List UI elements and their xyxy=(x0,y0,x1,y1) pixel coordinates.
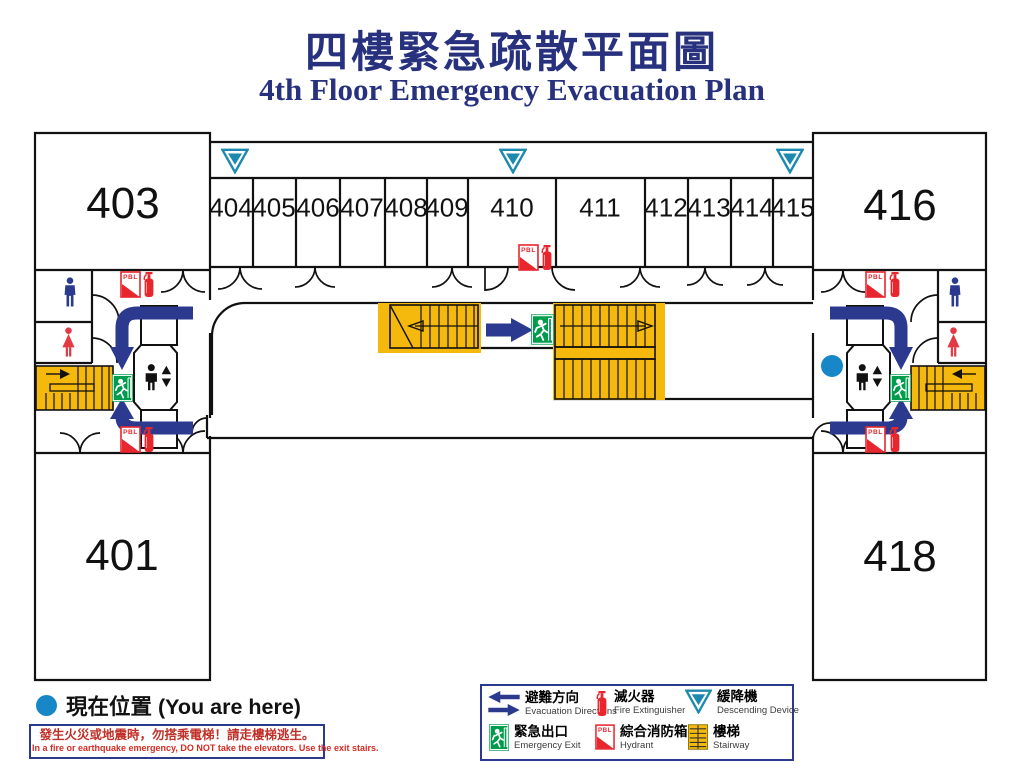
room-label: 415 xyxy=(771,192,815,223)
descending-device-icon xyxy=(776,148,804,174)
room-label: 407 xyxy=(340,192,384,223)
legend-item-evacuation-directions: 避難方向 Evacuation Directions xyxy=(488,690,617,717)
legend-label-en: Emergency Exit xyxy=(514,740,581,751)
room-label: 411 xyxy=(579,192,621,223)
room-label: 405 xyxy=(252,192,296,223)
hydrant-icon xyxy=(865,426,886,453)
legend-item-emergency-exit: 緊急出口 Emergency Exit xyxy=(489,724,581,751)
stairway-center-left xyxy=(378,303,481,353)
fire-extinguisher-icon xyxy=(143,271,155,298)
page-title-zh: 四樓緊急疏散平面圖 xyxy=(305,30,719,77)
legend-label-en: Descending Device xyxy=(717,705,799,716)
room-label: 414 xyxy=(730,192,774,223)
emergency-exit-icon xyxy=(489,724,509,751)
legend-label-zh: 滅火器 xyxy=(614,689,655,704)
you-are-here-label: 現在位置 (You are here) xyxy=(66,695,301,719)
hydrant-icon xyxy=(865,271,886,298)
womens-restroom-icon xyxy=(947,327,960,357)
legend-label-en: Hydrant xyxy=(620,740,654,751)
legend-item-fire-extinguisher: 滅火器 Fire Extinguisher xyxy=(595,689,685,717)
fire-extinguisher-icon xyxy=(596,690,608,717)
hydrant-icon xyxy=(120,426,141,453)
legend-label-zh: 避難方向 xyxy=(525,690,579,705)
legend-label-en: Fire Extinguisher xyxy=(614,705,686,716)
room-label-401: 401 xyxy=(85,531,159,580)
legend-label-zh: 綜合消防箱 xyxy=(620,724,688,739)
stairway-left-core xyxy=(35,365,114,411)
room-label: 413 xyxy=(687,192,731,223)
page-title-en: 4th Floor Emergency Evacuation Plan xyxy=(259,72,765,107)
legend-item-hydrant: 綜合消防箱 Hydrant xyxy=(595,724,688,751)
legend-label-zh: 緊急出口 xyxy=(514,724,568,739)
mens-restroom-icon xyxy=(64,277,76,307)
stairway-center-right xyxy=(553,303,665,400)
room-label-403: 403 xyxy=(86,179,160,228)
room-label: 406 xyxy=(296,192,340,223)
descending-device-icon xyxy=(499,148,527,174)
hydrant-icon xyxy=(518,244,539,271)
legend-label-zh: 樓梯 xyxy=(713,724,740,739)
evacuation-directions-icon xyxy=(488,691,520,716)
walls xyxy=(33,131,988,682)
room-label-418: 418 xyxy=(863,532,937,581)
warning-text-zh: 發生火災或地震時，勿搭乘電梯！請走樓梯逃生。 xyxy=(39,728,315,742)
warning-text-en: In a fire or earthquake emergency, DO NO… xyxy=(32,743,379,753)
hydrant-icon xyxy=(595,724,615,750)
you-are-here-dot xyxy=(821,355,843,377)
warning-box: 發生火災或地震時，勿搭乘電梯！請走樓梯逃生。 In a fire or eart… xyxy=(29,724,379,759)
hydrant-icon xyxy=(120,271,141,298)
you-are-here-caption: 現在位置 (You are here) xyxy=(36,690,301,721)
legend-label-en: Stairway xyxy=(713,740,750,751)
evacuation-arrows xyxy=(115,306,908,435)
emergency-exit-icon xyxy=(112,374,133,402)
legend-label-zh: 緩降機 xyxy=(717,689,758,704)
room-label: 404 xyxy=(209,192,253,223)
legend-item-stairway: 樓梯 Stairway xyxy=(688,724,749,751)
legend-item-descending-device: 緩降機 Descending Device xyxy=(685,689,799,716)
room-label-416: 416 xyxy=(863,181,937,230)
mens-restroom-icon xyxy=(949,277,961,307)
evacuation-arrowheads xyxy=(110,318,913,419)
womens-restroom-icon xyxy=(62,327,75,357)
descending-device-icon xyxy=(685,689,712,714)
stairway-icon xyxy=(688,724,708,750)
emergency-exit-icon xyxy=(531,314,554,345)
fire-extinguisher-icon xyxy=(541,244,553,271)
stairway-right-core xyxy=(910,365,986,411)
room-label: 412 xyxy=(644,192,688,223)
fire-extinguisher-icon xyxy=(889,271,901,298)
room-label: 410 xyxy=(490,192,534,223)
emergency-exit-icon xyxy=(890,374,911,402)
descending-device-icon xyxy=(221,148,249,174)
legend-label-en: Evacuation Directions xyxy=(525,706,617,717)
legend-box: 避難方向 Evacuation Directions 滅火器 Fire Exti… xyxy=(480,684,799,761)
room-label: 409 xyxy=(425,192,469,223)
room-label: 408 xyxy=(384,192,428,223)
you-are-here-dot xyxy=(36,695,57,716)
